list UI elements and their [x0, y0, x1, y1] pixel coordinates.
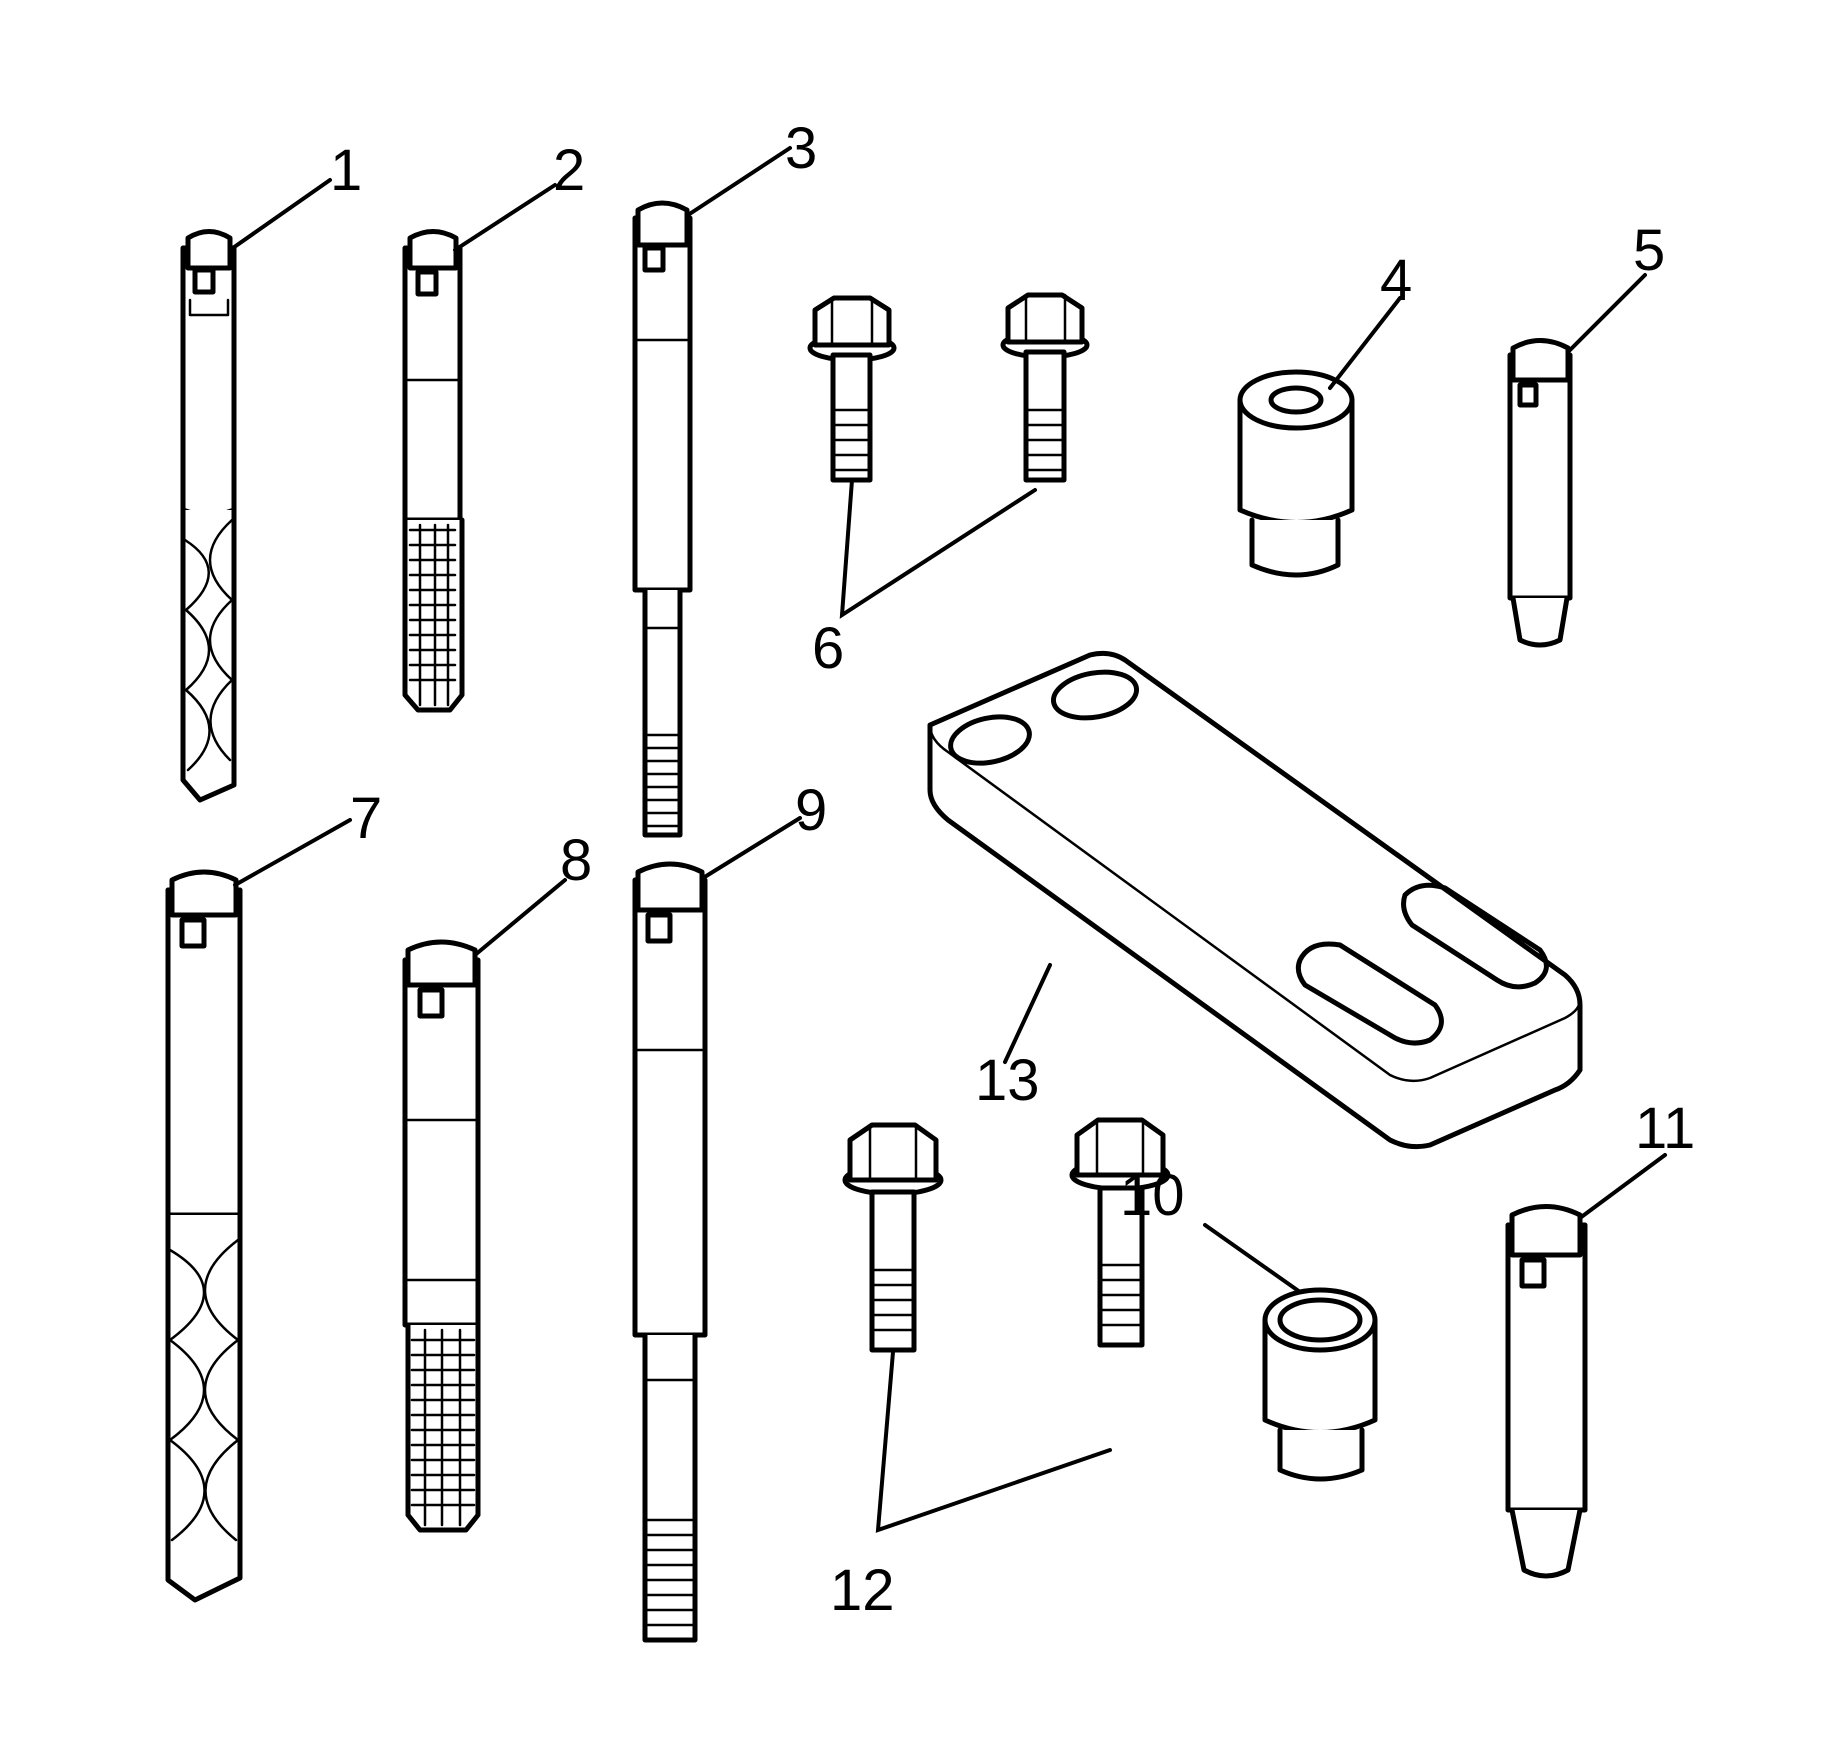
part-1-drill-bit [180, 229, 237, 803]
part-5-pin [1507, 338, 1573, 648]
part-6-bolt-right [1000, 292, 1090, 483]
part-13-plate [927, 650, 1583, 1150]
callout-13: 13 [975, 1048, 1040, 1113]
part-2-tap [402, 229, 465, 713]
part-9-guide-rod [632, 861, 708, 1643]
callout-5: 5 [1633, 218, 1665, 283]
callout-numbers: 1 2 3 4 5 6 7 8 9 10 11 12 13 [330, 116, 1695, 1623]
callout-9: 9 [795, 778, 827, 843]
callout-8: 8 [560, 828, 592, 893]
part-3-guide-rod [632, 200, 693, 838]
callout-4: 4 [1380, 248, 1412, 313]
part-12-bolt-left [842, 1122, 944, 1353]
callout-11: 11 [1635, 1096, 1695, 1161]
part-7-drill-bit [165, 869, 243, 1603]
callout-3: 3 [785, 116, 817, 181]
part-10-bushing [1262, 1287, 1378, 1482]
part-4-bushing [1237, 369, 1355, 578]
part-6-bolt-left [807, 295, 897, 483]
callout-12: 12 [830, 1558, 895, 1623]
callout-1: 1 [330, 138, 362, 203]
part-12-bolt-right [1069, 1117, 1171, 1348]
leader-lines [228, 146, 1667, 1533]
callout-10: 10 [1120, 1163, 1185, 1228]
part-11-pin [1505, 1204, 1588, 1579]
callout-7: 7 [350, 786, 382, 851]
callout-6: 6 [812, 616, 844, 681]
callout-2: 2 [553, 138, 585, 203]
part-8-tap [402, 939, 481, 1533]
